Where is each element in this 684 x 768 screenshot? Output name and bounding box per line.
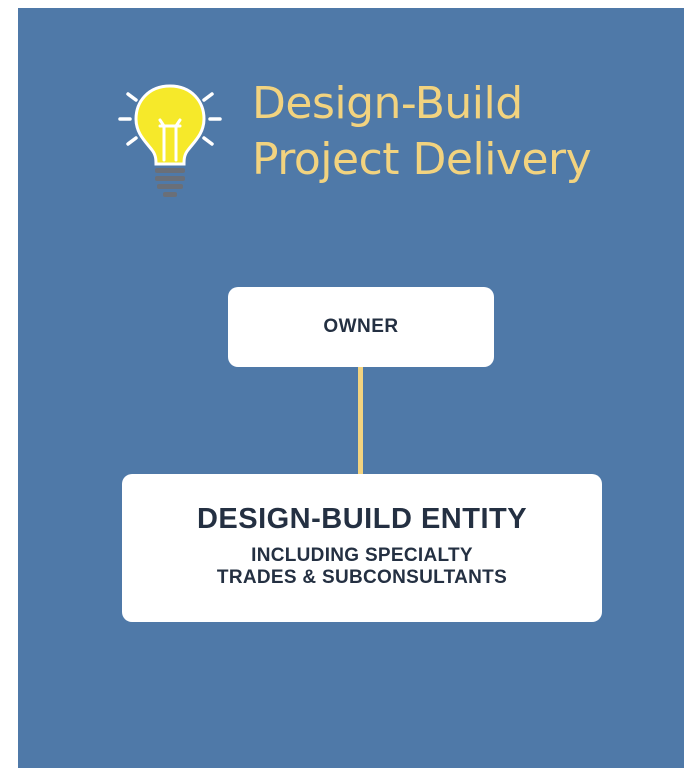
title-line-1: Design-Build bbox=[252, 78, 523, 129]
entity-subtitle-line-1: INCLUDING SPECIALTY bbox=[251, 545, 473, 566]
page-title: Design-Build Project Delivery bbox=[252, 76, 592, 188]
bulb-filament bbox=[158, 118, 182, 162]
connector-line bbox=[358, 367, 363, 474]
entity-subtitle-line-2: TRADES & SUBCONSULTANTS bbox=[216, 567, 508, 588]
title-line-2: Project Delivery bbox=[252, 134, 592, 185]
owner-label: OWNER bbox=[323, 316, 399, 337]
entity-title: DESIGN-BUILD ENTITY bbox=[196, 503, 528, 535]
diagram-canvas: Design-Build Project Delivery OWNER DESI… bbox=[18, 8, 684, 768]
design-build-entity-box: DESIGN-BUILD ENTITY INCLUDING SPECIALTY … bbox=[122, 474, 602, 622]
lightbulb-icon bbox=[118, 84, 222, 197]
light-rays bbox=[118, 92, 222, 146]
owner-box: OWNER bbox=[228, 287, 494, 367]
entity-subtitle: INCLUDING SPECIALTY TRADES & SUBCONSULTA… bbox=[122, 545, 602, 589]
bulb-base bbox=[155, 168, 185, 197]
